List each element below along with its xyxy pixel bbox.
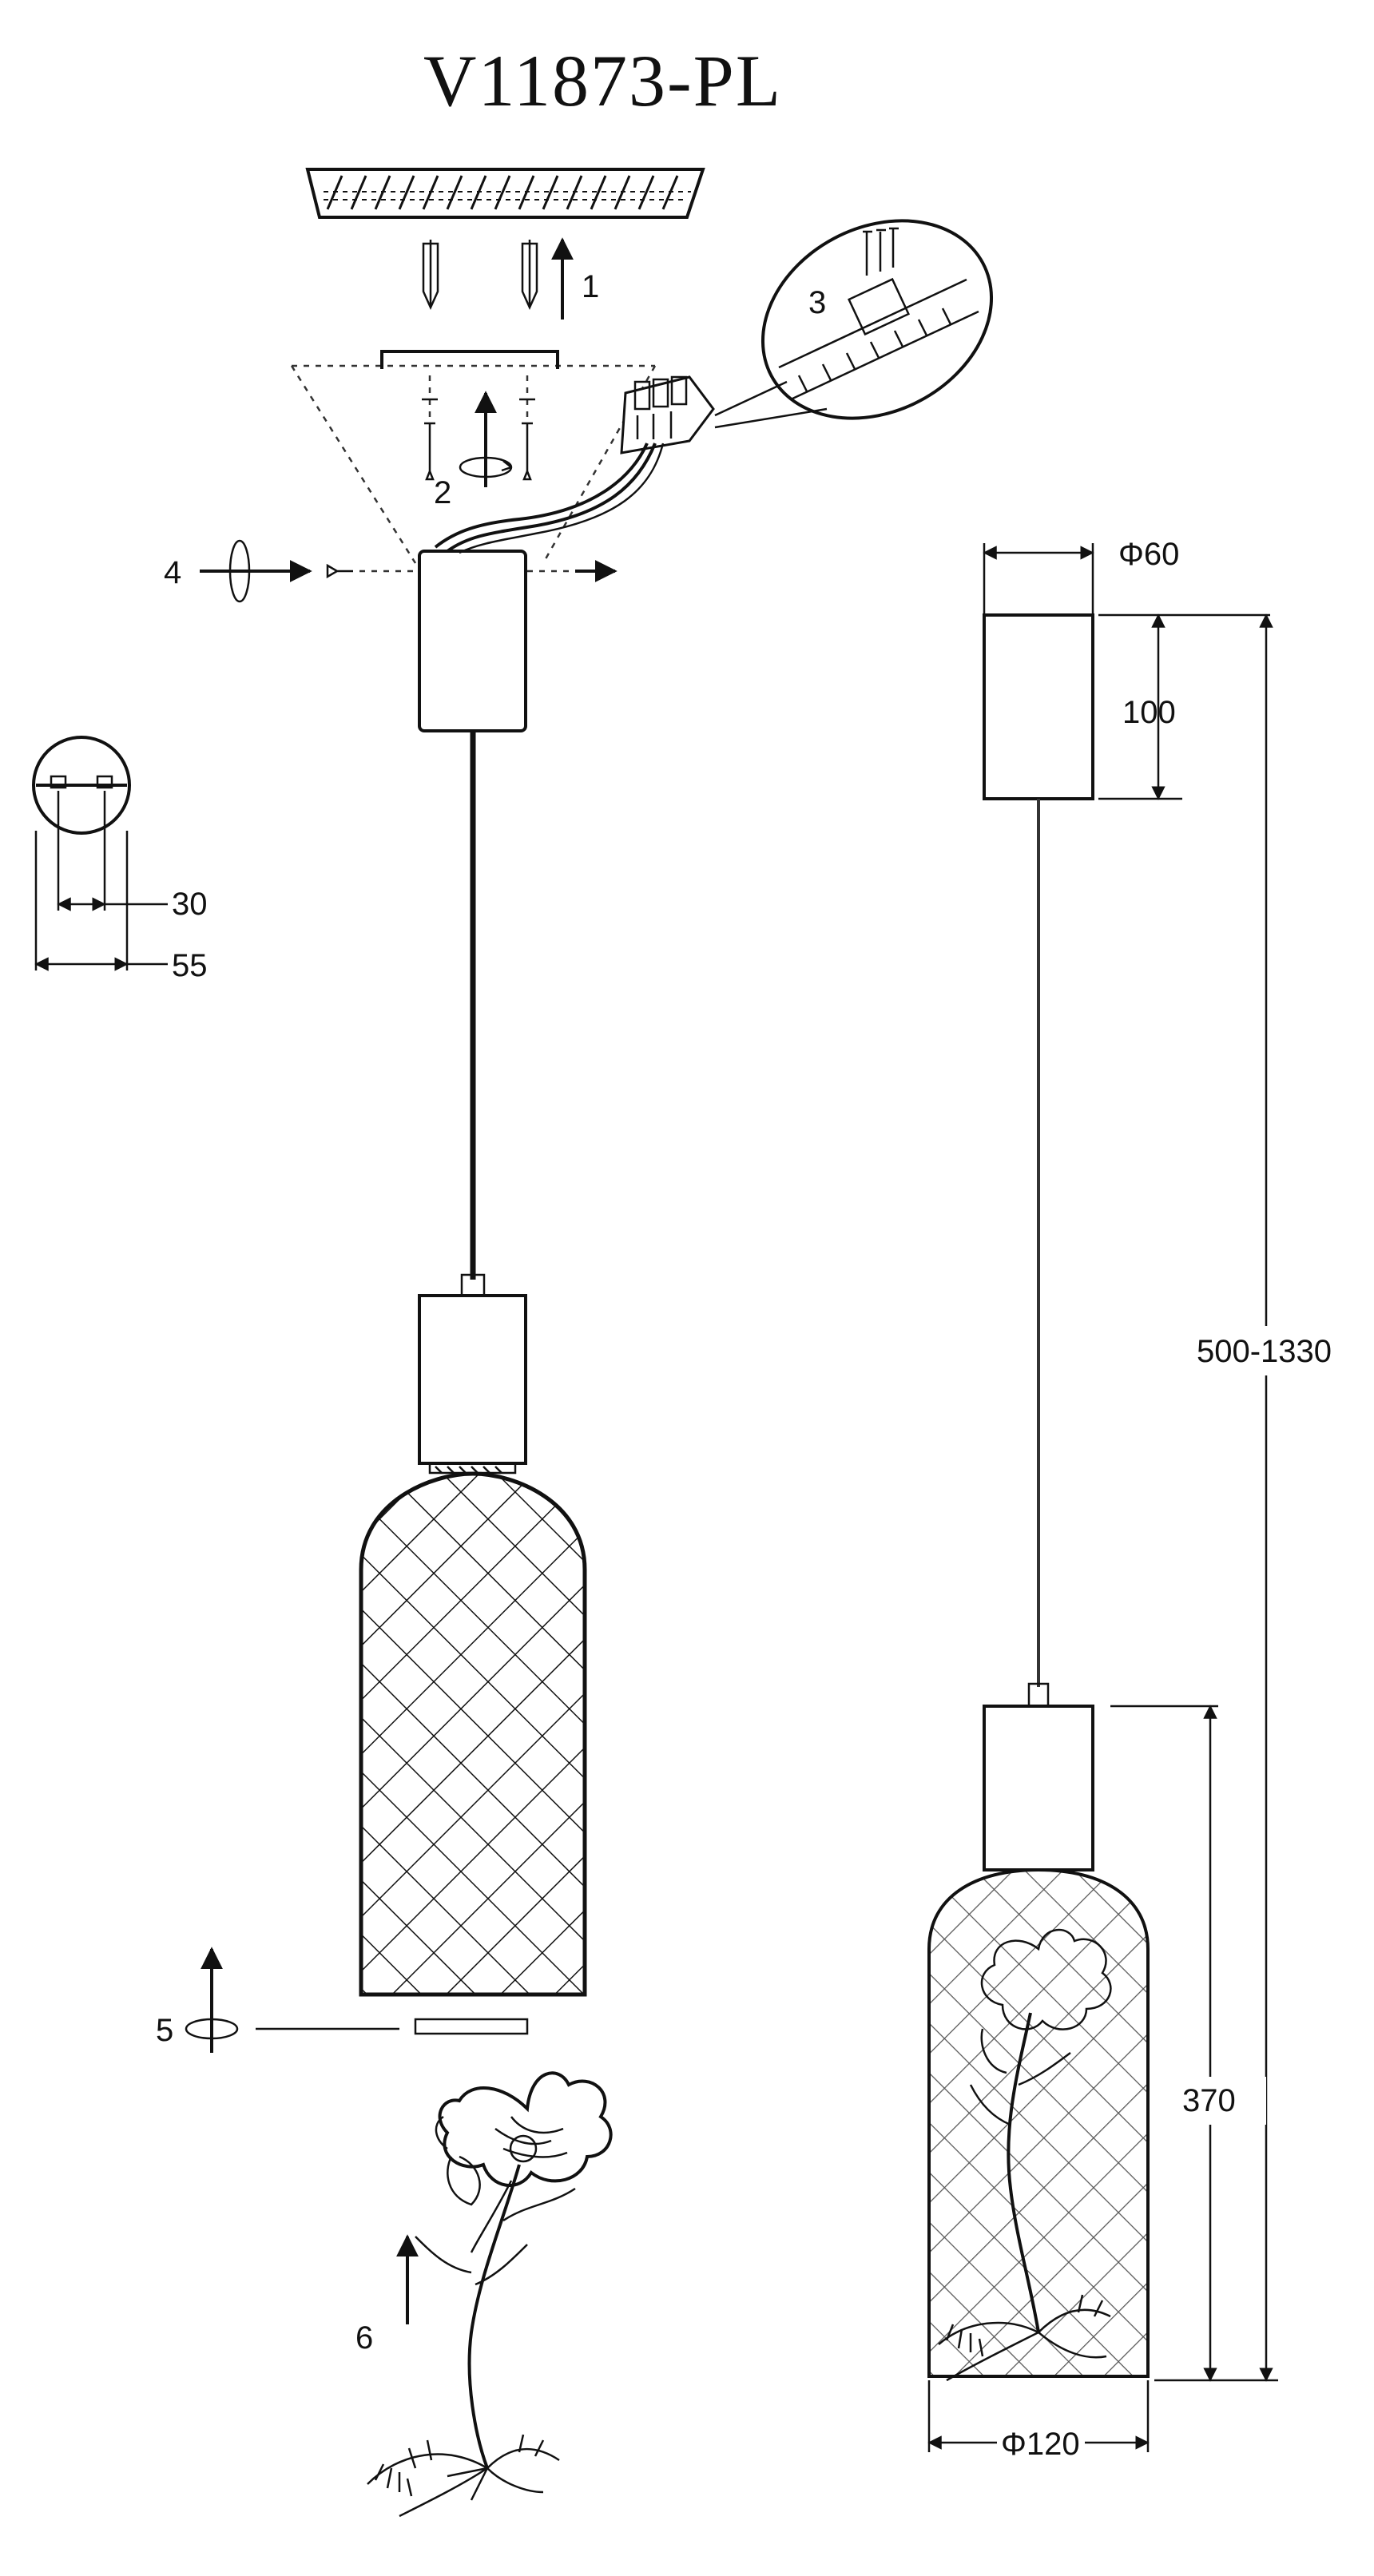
screws xyxy=(424,422,533,481)
ceiling xyxy=(305,168,705,219)
step-5-label: 5 xyxy=(156,2013,173,2048)
bottom-disc xyxy=(185,1947,529,2053)
rotate-up-arrow-icon xyxy=(459,391,513,487)
step-2-label: 2 xyxy=(434,475,451,510)
step-4-label: 4 xyxy=(164,555,181,590)
canopy-diameter-label: Φ60 xyxy=(1118,537,1179,572)
mesh-shade-right xyxy=(927,1868,1150,2378)
bracket-hole-spacing-label: 30 xyxy=(172,887,208,922)
installation-outline xyxy=(290,364,657,564)
canopy-right xyxy=(983,613,1094,800)
side-screw-assembly xyxy=(200,539,618,603)
lamp-socket-right xyxy=(983,1705,1094,1871)
mounting-bracket xyxy=(380,350,559,423)
wall-anchors xyxy=(422,240,538,311)
fixture-right xyxy=(927,613,1150,2382)
shade-diameter-label: Φ120 xyxy=(1001,2427,1080,2462)
lamp-socket xyxy=(418,1294,527,1465)
bracket-detail xyxy=(32,736,168,971)
step-3-label: 3 xyxy=(808,285,826,320)
overall-height-label: 500-1330 xyxy=(1197,1334,1332,1369)
canopy-height-label: 100 xyxy=(1122,695,1176,730)
mesh-shade xyxy=(359,1471,587,1997)
model-title: V11873-PL xyxy=(423,40,782,121)
canopy xyxy=(418,550,527,732)
fixture-left xyxy=(359,550,587,1997)
terminal-block xyxy=(620,375,715,454)
step-6-label: 6 xyxy=(355,2320,373,2356)
bracket-diameter-label: 55 xyxy=(172,948,208,983)
wire-bundle xyxy=(434,443,665,554)
zoom-bubble xyxy=(714,219,994,429)
shade-height-label: 370 xyxy=(1182,2083,1236,2118)
flower-insert xyxy=(367,2071,613,2518)
step-1-label: 1 xyxy=(582,269,599,304)
